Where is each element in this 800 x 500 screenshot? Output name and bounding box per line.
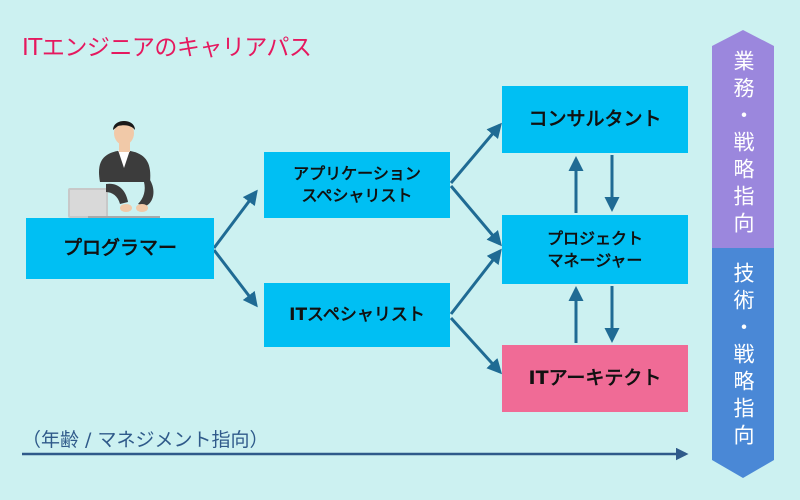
arrow-itspec-to-architect [449, 316, 503, 375]
node-programmer: プログラマー [26, 218, 214, 279]
side-bar-business-strategy: 業務・戦略指向 [712, 30, 774, 248]
side-bar-top-label: 業務・戦略指向 [731, 49, 755, 239]
arrow-itspec-to-pm [449, 248, 502, 315]
arrow-programmer-to-itspec [212, 249, 258, 308]
arrow-programmer-to-appspec [212, 189, 258, 249]
node-project-manager: プロジェクト マネージャー [502, 215, 688, 284]
node-it-specialist-label: ITスペシャリスト [289, 304, 425, 325]
side-bar-bottom-label: 技術・戦略指向 [731, 261, 755, 451]
node-programmer-label: プログラマー [62, 236, 177, 259]
node-it-architect-label: ITアーキテクト [528, 366, 662, 389]
node-consultant: コンサルタント [502, 86, 688, 153]
side-bar-technology-strategy: 技術・戦略指向 [712, 248, 774, 478]
page-title: ITエンジニアのキャリアパス [22, 35, 312, 61]
node-project-manager-label: プロジェクト マネージャー [546, 228, 643, 270]
node-application-specialist-label: アプリケーション スペシャリスト [293, 164, 421, 205]
arrow-appspec-to-pm [449, 185, 502, 247]
arrow-appspec-to-consultant [449, 122, 502, 184]
node-it-specialist: ITスペシャリスト [264, 283, 450, 347]
node-application-specialist: アプリケーション スペシャリスト [264, 152, 450, 218]
node-it-architect: ITアーキテクト [502, 345, 688, 412]
node-consultant-label: コンサルタント [528, 107, 662, 130]
axis-label: （年齢 / マネジメント指向） [22, 429, 269, 451]
